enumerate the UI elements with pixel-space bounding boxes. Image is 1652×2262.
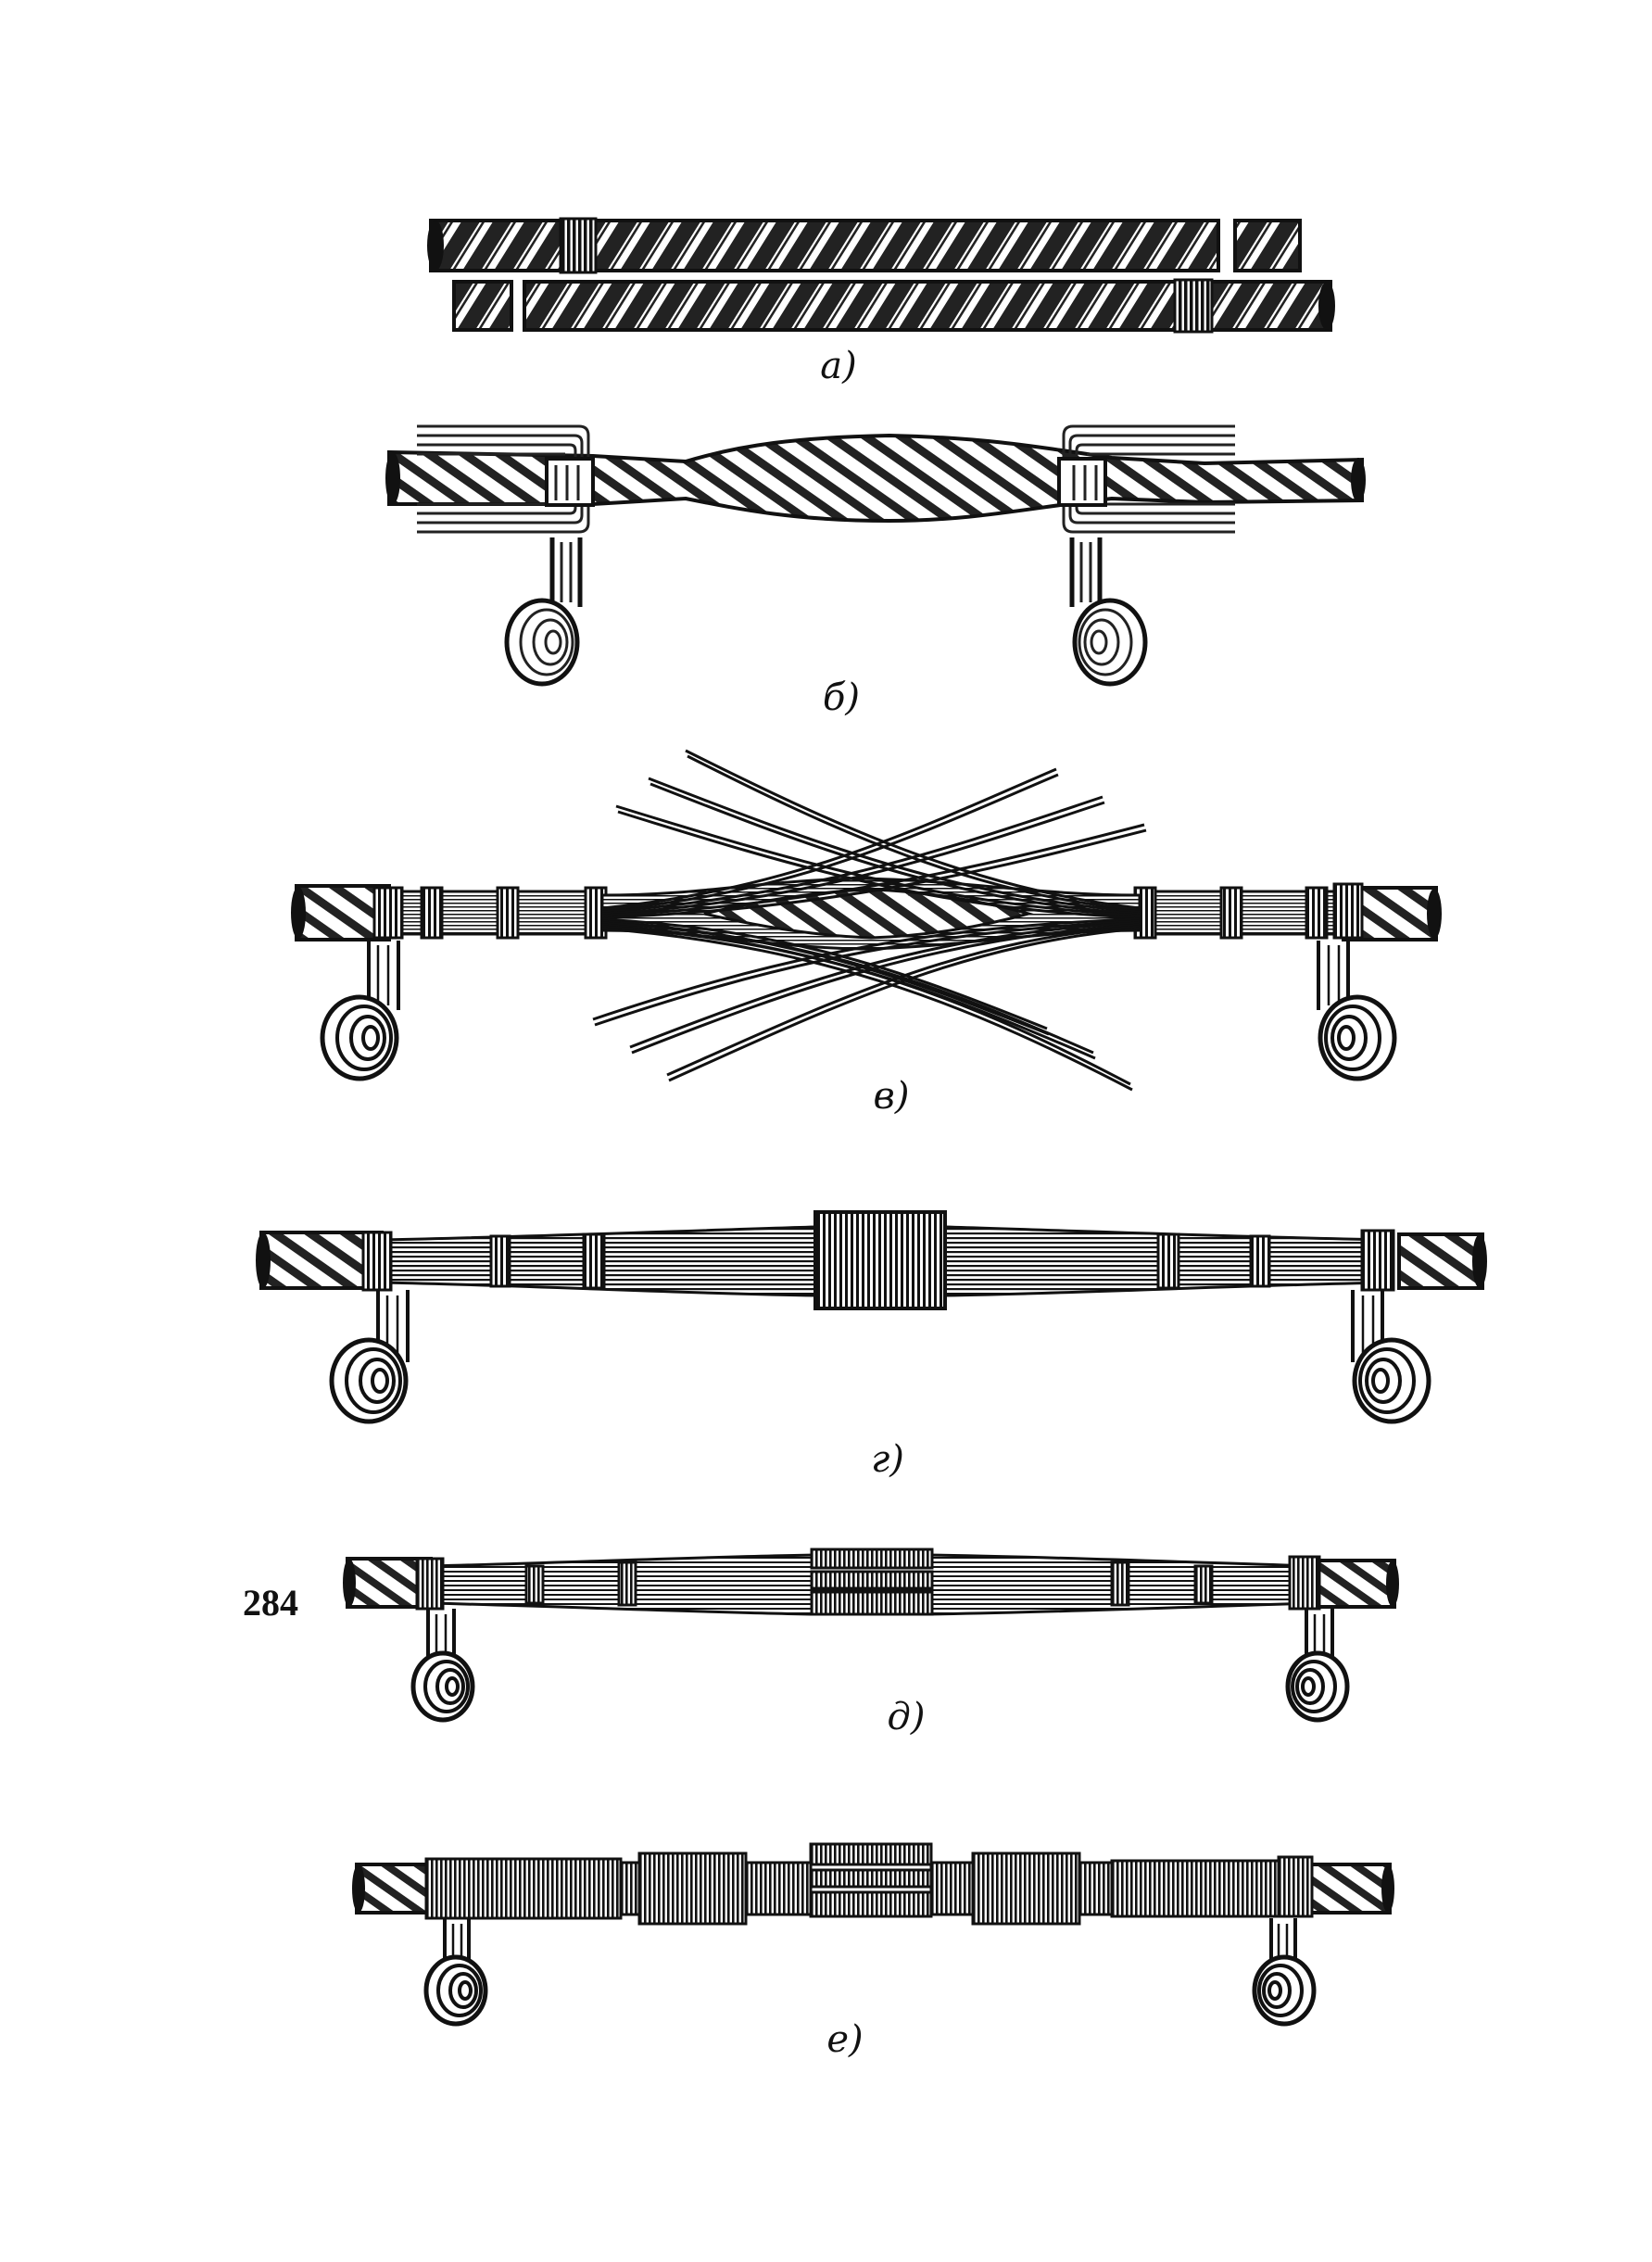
figure-d-further-tucking bbox=[343, 1548, 1399, 1723]
figure-label-v: в) bbox=[873, 1075, 910, 1118]
rope-upper bbox=[427, 217, 1302, 274]
figure-label-e: е) bbox=[826, 2018, 864, 2061]
figure-label-d: д) bbox=[887, 1696, 926, 1738]
figure-a-rope-ends bbox=[427, 217, 1335, 334]
figure-b-unlaid-strands bbox=[385, 408, 1366, 687]
figure-label-g: г) bbox=[871, 1438, 904, 1481]
figure-e-finished-splice bbox=[352, 1842, 1394, 2027]
figure-g-tucked-strands bbox=[256, 1210, 1487, 1424]
figure-v-crossed-strands bbox=[291, 749, 1442, 1092]
rope-lower bbox=[452, 278, 1335, 334]
page-number: 284 bbox=[243, 1582, 298, 1624]
figure-label-a: а) bbox=[820, 345, 857, 387]
left-clamp-with-strands bbox=[417, 424, 595, 687]
figure-label-b: б) bbox=[822, 676, 861, 719]
